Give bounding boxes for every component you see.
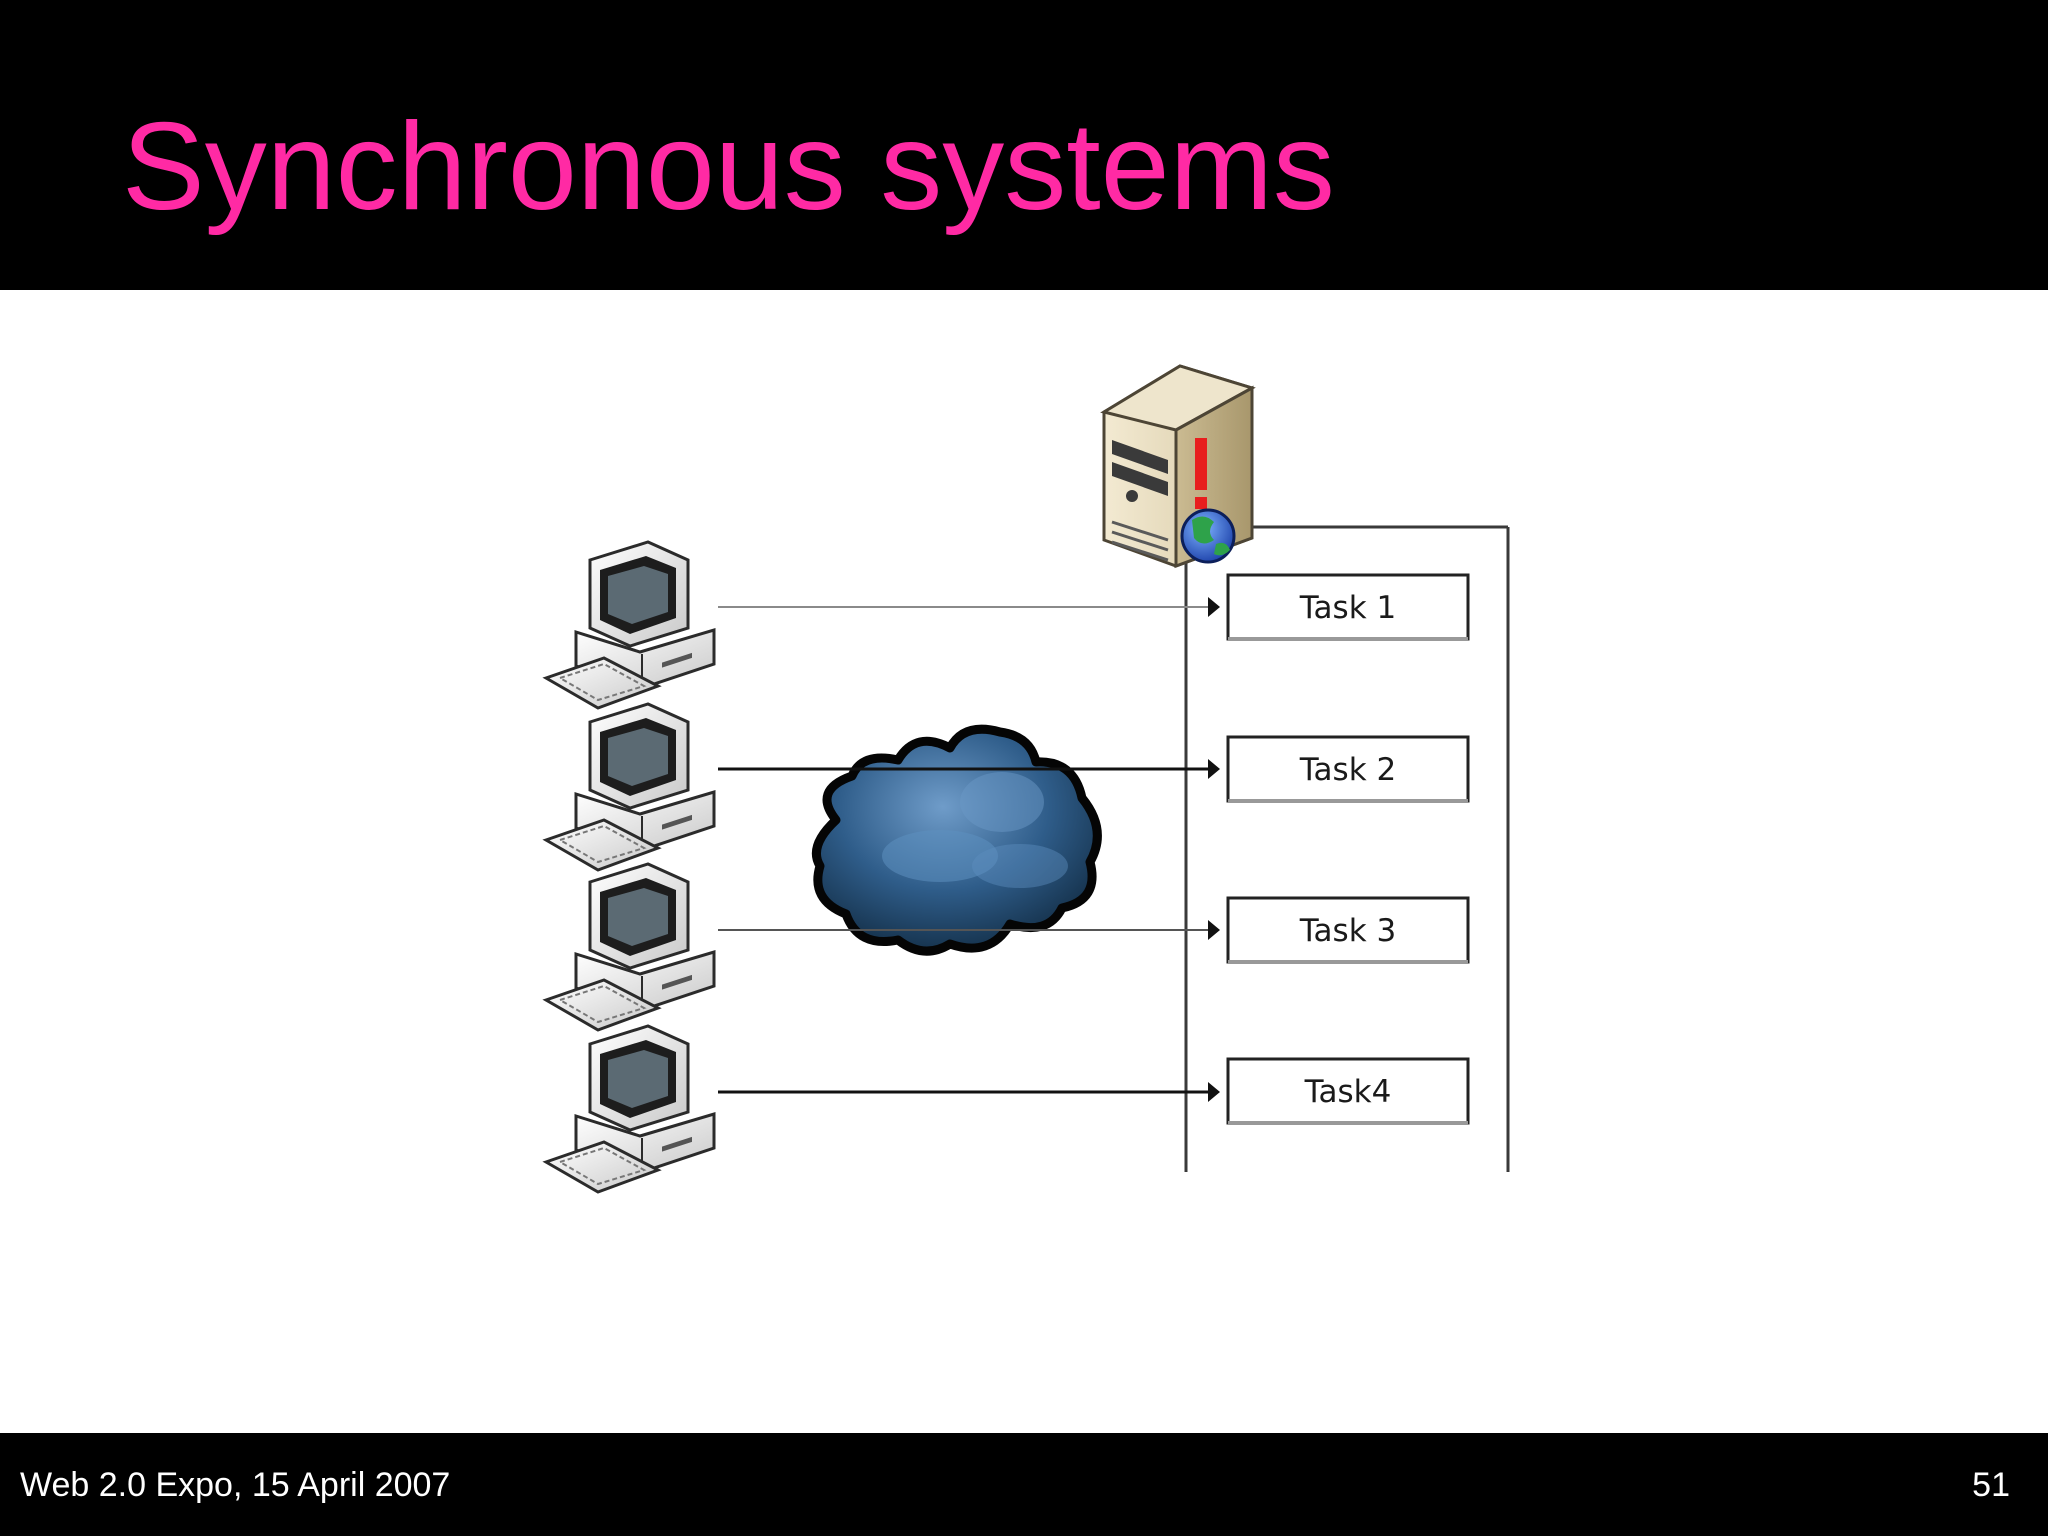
computer-icon (544, 702, 716, 872)
cloud-icon (812, 724, 1102, 956)
task-box: Task 2 (1226, 735, 1470, 803)
globe-icon (1180, 508, 1236, 564)
task-label: Task4 (1304, 1074, 1392, 1110)
task-label: Task 2 (1299, 752, 1396, 788)
title-bar: Synchronous systems (0, 0, 2048, 290)
task-box: Task4 (1226, 1057, 1470, 1125)
slide-title: Synchronous systems (122, 98, 1335, 236)
task-box: Task 3 (1226, 896, 1470, 964)
page-number: 51 (1972, 1466, 2010, 1504)
task-label: Task 3 (1299, 913, 1396, 949)
task-box: Task 1 (1226, 573, 1470, 641)
arrow-icon (1208, 759, 1220, 779)
alert-icon (1195, 438, 1207, 509)
footer-event-label: Web 2.0 Expo, 15 April 2007 (20, 1466, 451, 1504)
task-label: Task 1 (1299, 590, 1396, 626)
computer-icon (544, 862, 716, 1032)
arrow-icon (1208, 1082, 1220, 1102)
computer-icon (544, 540, 716, 710)
footer-bar: Web 2.0 Expo, 15 April 2007 51 (0, 1433, 2048, 1536)
arrow-icon (1208, 920, 1220, 940)
arrow-icon (1208, 597, 1220, 617)
computer-icon (544, 1024, 716, 1194)
